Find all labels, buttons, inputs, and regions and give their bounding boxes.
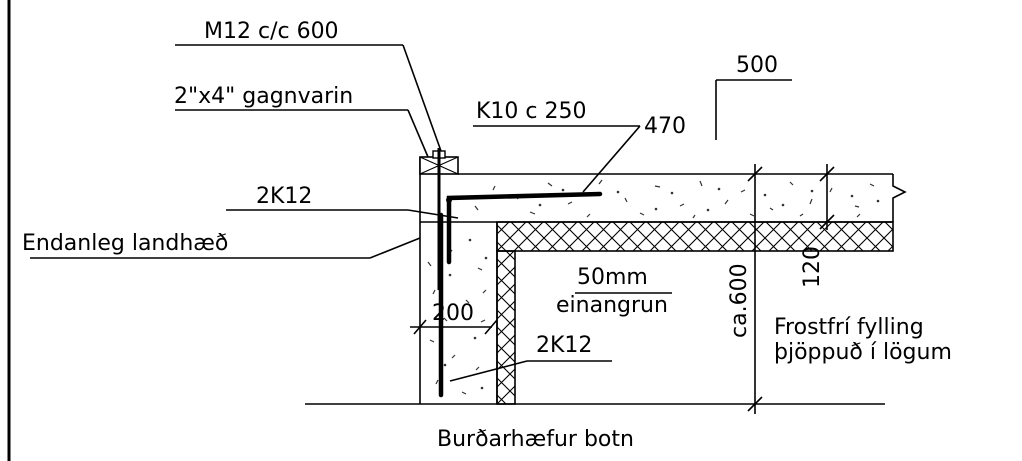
timber-leader bbox=[407, 109, 429, 158]
insulation-under-slab bbox=[496, 221, 894, 252]
foundation-wall bbox=[419, 157, 498, 404]
subgrade-label: Burðarhæfur botn bbox=[437, 427, 634, 452]
insulation-thickness-label: 50mm bbox=[577, 265, 648, 290]
ground-level-leader bbox=[369, 237, 421, 259]
slab-rebar-label: K10 c 250 bbox=[476, 99, 587, 124]
bolt-label: M12 c/c 600 bbox=[204, 19, 339, 44]
insulation-vertical bbox=[496, 250, 516, 405]
dimension-200-label: 200 bbox=[432, 301, 474, 326]
bolt-leader bbox=[402, 44, 442, 152]
dimension-500-label: 500 bbox=[736, 53, 778, 78]
dimension-120-label: 120 bbox=[800, 246, 825, 288]
rebar-section-top bbox=[446, 197, 452, 203]
dimension-470-label: 470 bbox=[644, 114, 686, 139]
fill-label-line1: Frostfrí fylling bbox=[774, 315, 924, 340]
slab-rebar-leader bbox=[582, 125, 641, 193]
ground-level-label: Endanleg landhæð bbox=[22, 231, 228, 256]
edge-rebar-top-leader bbox=[407, 209, 459, 219]
insulation-label: einangrun bbox=[556, 293, 668, 318]
edge-rebar-top-label: 2K12 bbox=[256, 184, 312, 209]
edge-rebar-bottom-leader bbox=[449, 360, 528, 382]
fill-label-line2: þjöppuð í lögum bbox=[774, 340, 952, 365]
edge-rebar-bottom-label: 2K12 bbox=[536, 333, 592, 358]
timber-label: 2"x4" gagnvarin bbox=[174, 84, 353, 109]
level-marker-500 bbox=[715, 79, 792, 140]
dimension-ca600-label: ca.600 bbox=[727, 263, 752, 338]
dimension-lines bbox=[410, 164, 835, 414]
